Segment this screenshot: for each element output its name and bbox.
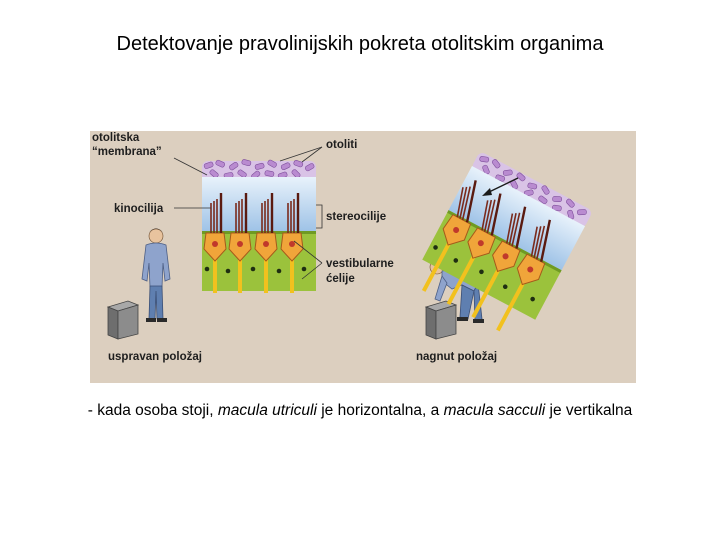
label-otoliti: otoliti xyxy=(326,139,357,151)
standing-person xyxy=(142,229,170,323)
otolith-diagram-svg: otolitska “membrana” otoliti kinocilija … xyxy=(90,131,636,383)
label-tilted: nagnut položaj xyxy=(416,351,497,363)
upright-macula xyxy=(202,159,316,293)
label-membrana: “membrana” xyxy=(92,146,162,158)
caption-prefix: - kada osoba stoji, xyxy=(88,402,218,419)
box-left xyxy=(108,301,138,339)
label-vestibularne: vestibularne xyxy=(326,258,394,270)
label-otolitska: otolitska xyxy=(92,132,140,144)
caption-term-sacculi: macula sacculi xyxy=(444,402,546,419)
label-upright: uspravan položaj xyxy=(108,351,202,363)
caption-term-utriculi: macula utriculi xyxy=(218,402,317,419)
caption-middle: je horizontalna, a xyxy=(317,402,444,419)
otolith-diagram: otolitska “membrana” otoliti kinocilija … xyxy=(90,131,636,383)
caption-suffix: je vertikalna xyxy=(545,402,632,419)
label-kinocilija: kinocilija xyxy=(114,203,164,215)
caption: - kada osoba stoji, macula utriculi je h… xyxy=(0,402,720,420)
label-stereocilije: stereocilije xyxy=(326,211,386,223)
label-celije: ćelije xyxy=(326,273,355,285)
slide-title: Detektovanje pravolinijskih pokreta otol… xyxy=(0,33,720,56)
box-right xyxy=(426,301,456,339)
